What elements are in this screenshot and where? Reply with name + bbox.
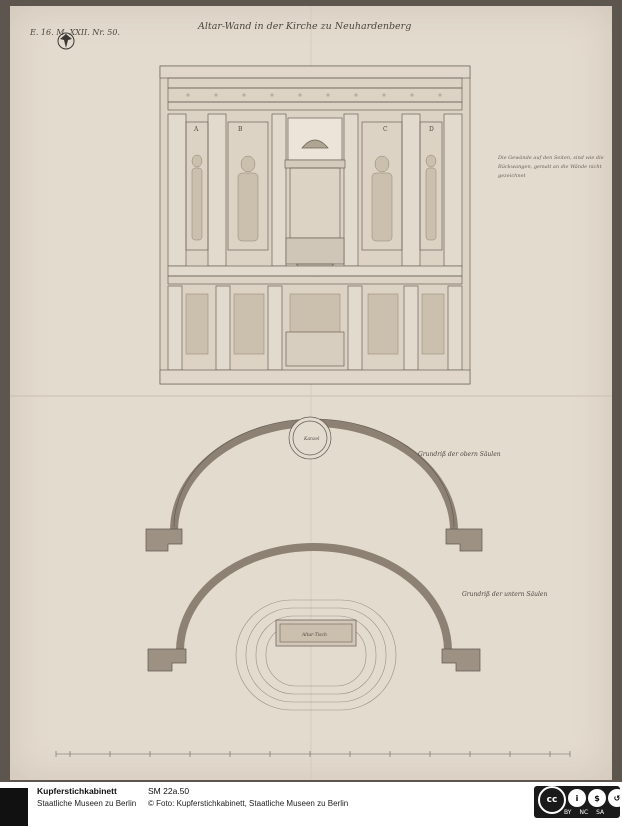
- scale-bar: [55, 751, 571, 757]
- by-icon: i: [568, 789, 586, 807]
- cc-icon: cc: [538, 786, 566, 814]
- architectural-drawing: A B C D Kanzel Altar-Tisch: [10, 6, 612, 780]
- upper-column-plan: [145, 416, 483, 552]
- inventory-number: SM 22a.50: [148, 786, 190, 796]
- license-label-by: BY: [564, 809, 572, 816]
- altar-wall-elevation: [159, 65, 471, 385]
- license-label-sa: SA: [596, 809, 605, 816]
- institution-name: Kupferstichkabinett: [37, 786, 117, 796]
- lower-column-plan: [147, 543, 481, 711]
- marginal-note: Die Gewände auf den Seiten, sind wie die…: [498, 155, 604, 179]
- drawing-sheet: A B C D Kanzel Altar-Tisch: [10, 6, 612, 780]
- drawing-title: Altar-Wand in der Kirche zu Neuhardenber…: [198, 21, 412, 32]
- prussian-eagle-stamp-icon: [57, 32, 75, 50]
- smb-logo-icon: [0, 788, 28, 826]
- photo-credit: © Foto: Kupferstichkabinett, Staatliche …: [148, 799, 349, 808]
- column-letter-d: D: [429, 126, 434, 133]
- footer: Kupferstichkabinett Staatliche Museen zu…: [0, 782, 622, 828]
- lower-plan-caption: Grundriß der untern Säulen: [462, 591, 548, 598]
- column-letter-a: A: [193, 126, 199, 133]
- sa-icon: ↺: [608, 789, 622, 807]
- altar-table-label: Altar-Tisch: [301, 632, 327, 638]
- institution-subtitle: Staatliche Museen zu Berlin: [37, 799, 137, 808]
- upper-plan-caption: Grundriß der obern Säulen: [418, 451, 501, 458]
- column-letter-c: C: [383, 126, 388, 133]
- license-badge[interactable]: cc i $ ↺ BY NC SA: [534, 786, 622, 818]
- license-label-nc: NC: [579, 809, 589, 816]
- column-letter-b: B: [238, 126, 243, 133]
- inventory-mark: E. 16. M. XXII. Nr. 50.: [30, 28, 121, 37]
- pulpit-label: Kanzel: [303, 436, 320, 442]
- nc-icon: $: [588, 789, 606, 807]
